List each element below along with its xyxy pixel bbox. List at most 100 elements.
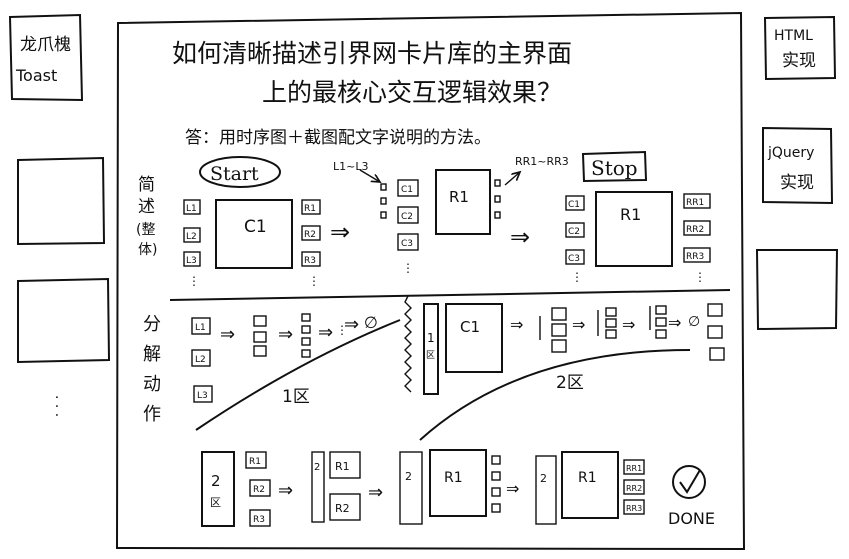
dz1-L3 [193, 385, 213, 403]
dz2-C1-label: C1 [460, 318, 480, 336]
dz1-dots: ⋮ [336, 323, 348, 337]
dr2-R1-main [429, 449, 487, 517]
decompose-zone-1: L1 L2 L3 ⇒ ⇒ ⇒ ⋮ ⇒ ∅ 1区 [191, 313, 401, 431]
right-panel: HTML 实现 jQuery 实现 [755, 15, 839, 331]
dots-C-left: ⋮ [571, 270, 583, 284]
html-impl-box[interactable] [763, 15, 837, 81]
card-R2-label: R2 [304, 230, 316, 240]
card-C1-main [215, 199, 293, 269]
card-R1-label: R1 [304, 204, 316, 214]
left-placeholder-box-1[interactable] [17, 156, 106, 246]
card-C2-small-label: C2 [401, 212, 413, 222]
zone-1-collapsed-label: 区 [426, 350, 435, 361]
section-decompose-c1: 分 [143, 314, 161, 335]
section-divider [169, 289, 731, 301]
right-placeholder-box[interactable] [755, 249, 839, 331]
jquery-impl-box[interactable] [762, 126, 834, 205]
card-RR2 [683, 220, 711, 236]
toast-title-en: Toast [15, 66, 57, 85]
card-L3 [183, 251, 201, 267]
dr2-col-2c [535, 455, 557, 525]
section-simple: 简 述 (整 体) [136, 175, 157, 258]
card-C3-small-label: C3 [401, 239, 413, 249]
overview-row: L1 L2 L3 ⋮ C1 R1 R2 R3 ⋮ ⇒ L1~L3 C1 [183, 155, 711, 288]
card-C2-left-label: C2 [568, 227, 580, 237]
section-decompose-c4: 作 [143, 404, 161, 425]
left-placeholder-box-2[interactable] [17, 277, 111, 364]
overview-state-1: L1 L2 L3 ⋮ C1 R1 R2 R3 ⋮ [183, 199, 321, 288]
answer-text: 答：用时序图＋截图配文字说明的方法。 [185, 128, 491, 148]
card-R1-main [435, 169, 491, 235]
dz2-arrow-3: ⇒ [622, 315, 635, 334]
decompose-zone-2: 1 区 C1 ⇒ ⇒ ⇒ ⇒ ∅ 2区 [419, 303, 725, 441]
toast-title-cn: 龙爪槐 [20, 35, 71, 55]
card-L2-label: L2 [186, 232, 197, 242]
dz2-arrow-1: ⇒ [510, 315, 523, 334]
overview-arrow-1: ⇒ [330, 218, 350, 246]
dz1-empty: ∅ [364, 313, 378, 332]
card-L3-label: L3 [186, 256, 197, 266]
decompose-row-2: 2 区 R1 R2 R3 ⇒ 2 R1 R2 ⇒ 2 R1 ⇒ 2 R1 RR1… [201, 449, 715, 528]
section-decompose-c3: 动 [143, 374, 161, 395]
card-RR1 [683, 193, 711, 209]
section-simple-c3: (整 [136, 222, 155, 238]
card-C1-label: C1 [244, 217, 267, 237]
dr2-arrow-2: ⇒ [368, 482, 383, 503]
dr2-R1-big [329, 451, 361, 479]
card-RR1-label: RR1 [686, 198, 704, 208]
card-R3-label: R3 [304, 256, 316, 266]
dz1-L1-label: L1 [195, 323, 206, 333]
section-decompose: 分 解 动 作 [143, 314, 161, 425]
dots-L: ⋮ [188, 274, 200, 288]
dr2-R2 [249, 479, 271, 497]
dr2-RR1-label: RR1 [626, 464, 642, 473]
card-RR3 [683, 247, 711, 263]
zone-1-curve [195, 319, 401, 431]
dr2-RR3 [623, 499, 645, 515]
section-simple-c4: 体) [138, 242, 157, 258]
dz2-empty: ∅ [688, 314, 700, 330]
card-RR3-label: RR3 [686, 252, 704, 262]
dz2-arrow-4: ⇒ [668, 313, 681, 332]
overview-state-2: L1~L3 C1 C2 C3 ⋮ R1 RR1~RR3 [333, 155, 569, 275]
toast-box[interactable] [8, 13, 84, 102]
done-label: DONE [668, 509, 715, 528]
dr2-arrow-1: ⇒ [278, 480, 293, 501]
done-check-icon [672, 465, 706, 499]
start-label: Start [210, 163, 259, 185]
title-line-2: 上的最核心交互逻辑效果？ [262, 78, 562, 107]
zone-1-collapsed [423, 303, 439, 395]
card-C3-left [565, 249, 585, 265]
zone-2-label: 2区 [556, 373, 584, 393]
dr2-R1-label: R1 [249, 457, 261, 467]
card-C3-small [397, 233, 419, 251]
dz2-arrow-2: ⇒ [572, 315, 585, 334]
dr2-col-2b [399, 451, 423, 525]
zone-1-collapsed-num: 1 [427, 331, 435, 345]
dz1-arrow-2: ⇒ [278, 324, 293, 345]
dr2-R3-label: R3 [253, 515, 265, 525]
dz1-L2 [191, 349, 211, 367]
dz1-L2-label: L2 [195, 355, 206, 365]
dots-R: ⋮ [308, 274, 320, 288]
range-left-label: L1~L3 [333, 160, 368, 173]
dr2-arrow-3: ⇒ [506, 479, 519, 498]
card-C1-left [565, 195, 585, 211]
card-C1-small [397, 179, 419, 197]
range-right-label: RR1~RR3 [515, 155, 569, 168]
dr2-R2-big-label: R2 [335, 502, 350, 515]
dr2-R1-main-label: R1 [444, 470, 463, 486]
dr2-R1-final-label: R1 [578, 470, 597, 486]
dz1-arrow-3: ⇒ [318, 322, 333, 343]
card-RR2-label: RR2 [686, 225, 704, 235]
dr2-RR2 [623, 479, 645, 495]
dr2-R1-final [561, 451, 619, 519]
dr2-RR1 [623, 459, 645, 475]
dz1-L1 [191, 317, 211, 335]
overview-state-3: C1 C2 C3 ⋮ R1 RR1 RR2 RR3 ⋮ [565, 191, 711, 284]
dr2-R2-big [329, 493, 361, 521]
html-impl-title: HTML [774, 28, 813, 44]
card-C1-small-label: C1 [401, 185, 413, 195]
zone-2-collapsed-label: 区 [210, 496, 221, 509]
